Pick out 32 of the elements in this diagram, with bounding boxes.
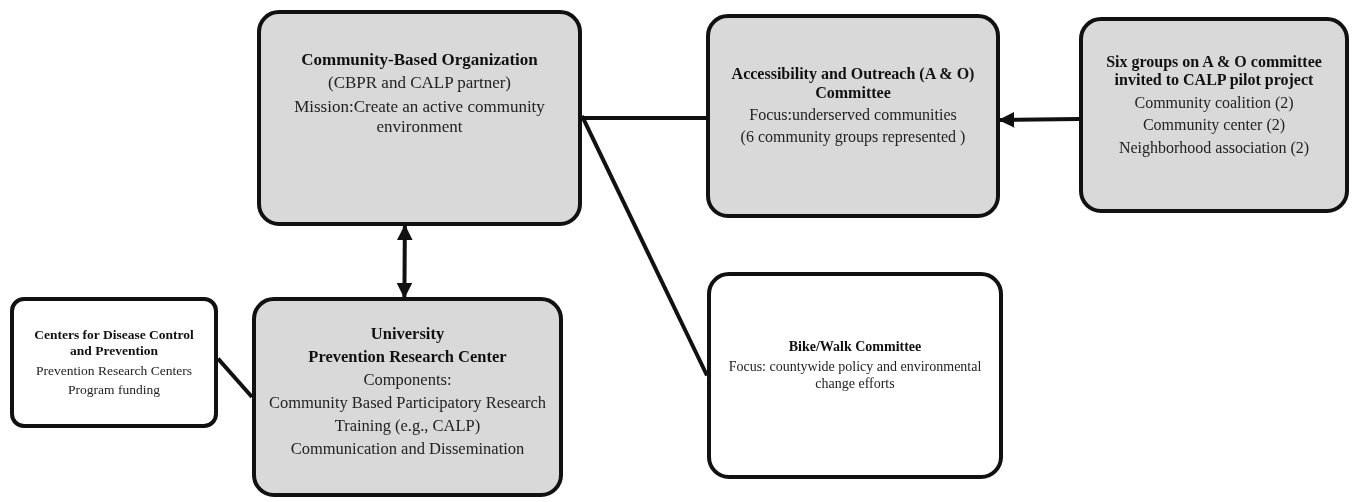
- box-text: Communication and Dissemination: [290, 439, 525, 459]
- box-text: (6 community groups represented ): [740, 128, 966, 147]
- rounded-box: [10, 297, 218, 428]
- connector: [216, 357, 254, 399]
- box-text: Community Based Participatory Research: [268, 394, 547, 413]
- box-text: Focus:underserved communities: [749, 106, 957, 125]
- box-text: Neighborhood association (2): [1118, 138, 1310, 157]
- rounded-box: [257, 10, 582, 226]
- box-heading: Centers for Disease Control and Prevention: [33, 327, 195, 359]
- connector: [396, 224, 413, 299]
- connector: [998, 111, 1080, 128]
- box-text: Training (e.g., CALP): [334, 416, 481, 436]
- box-heading: University: [370, 325, 445, 345]
- box-text: Focus: countywide policy and environmental change efforts: [727, 359, 983, 392]
- rounded-box: [706, 14, 1000, 218]
- box-text: Community center (2): [1142, 116, 1286, 135]
- box-heading: Community-Based Organization: [301, 49, 538, 70]
- box-heading: Six groups on A & O committee invited to CALP pilot project: [1105, 53, 1323, 90]
- box-text: Program funding: [68, 382, 160, 398]
- box-heading: Accessibility and Outreach (A & O) Committee: [730, 65, 976, 102]
- connector: [580, 114, 709, 377]
- rounded-box: [252, 297, 563, 497]
- rounded-box: [707, 272, 1003, 479]
- box-text: Components:: [363, 371, 452, 390]
- box-text: Mission:Create an active community environment: [293, 97, 546, 137]
- box-heading: Prevention Research Center: [308, 348, 507, 368]
- box-text: (CBPR and CALP partner): [327, 73, 512, 93]
- box-text: Prevention Research Centers: [36, 362, 192, 378]
- rounded-box: [1079, 17, 1349, 213]
- connector: [582, 116, 706, 121]
- box-text: Community coalition (2): [1134, 93, 1294, 113]
- box-heading: Bike/Walk Committee: [788, 339, 922, 356]
